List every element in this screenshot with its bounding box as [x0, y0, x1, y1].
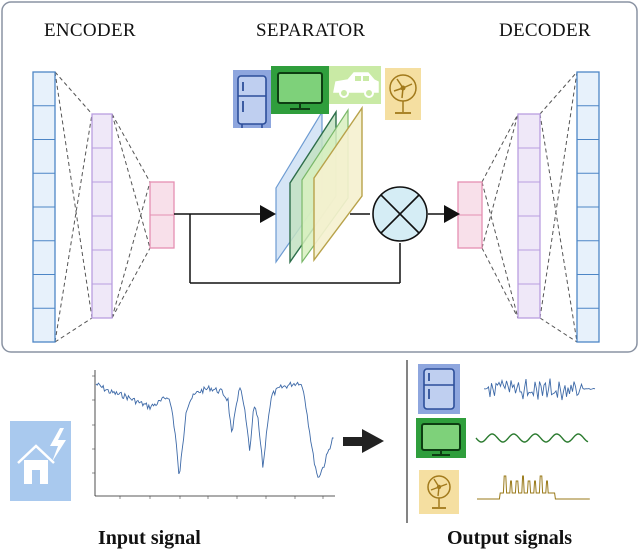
input-signal-caption: Input signal — [98, 527, 201, 549]
output-signals-caption: Output signals — [447, 527, 573, 549]
car-icon — [326, 66, 381, 104]
plot-ticks — [92, 375, 324, 499]
layer-connector — [481, 181, 519, 319]
encoder-heading: ENCODER — [44, 20, 136, 41]
output-fridge-icon — [418, 364, 460, 414]
arrowhead-to-masks — [260, 205, 276, 223]
fan-icon — [385, 68, 421, 120]
encoder-latent-layer — [149, 181, 175, 249]
layer-connector — [481, 113, 519, 249]
layer-connector — [539, 71, 578, 115]
arrowhead-to-decoder — [444, 205, 460, 223]
encoder-hidden-layer — [91, 113, 113, 319]
layer-connector — [111, 113, 151, 183]
mask-layer-yellow — [313, 105, 363, 263]
layer-connector — [539, 317, 578, 343]
layer-connector — [54, 113, 93, 343]
right-arrow-icon — [343, 429, 384, 453]
encoder-input-layer — [32, 71, 56, 343]
multiply-icon — [372, 186, 428, 242]
layer-connector — [539, 71, 578, 319]
layer-connector — [54, 71, 93, 319]
network-layers — [32, 71, 600, 343]
input-signal-line — [95, 381, 334, 478]
flow-lines — [174, 213, 446, 284]
layer-connector — [111, 113, 151, 249]
output-fan-icon — [419, 470, 459, 514]
decoder-hidden-layer — [517, 113, 541, 319]
model-frame — [1, 1, 638, 353]
mask-stack — [275, 105, 363, 265]
layer-connector — [481, 247, 519, 319]
decoder-heading: DECODER — [499, 20, 591, 41]
output-signal-fan — [477, 475, 590, 500]
layer-connector — [539, 113, 578, 343]
tv-icon — [271, 66, 329, 114]
decoder-latent-layer — [457, 181, 483, 249]
layer-connector — [54, 317, 93, 343]
fridge-icon — [233, 70, 271, 128]
layer-connector — [111, 181, 151, 319]
input-signal-plot — [92, 370, 335, 499]
separator-heading: SEPARATOR — [256, 20, 366, 41]
output-signal-tv — [475, 433, 589, 443]
output-signal-fridge — [483, 378, 596, 401]
layer-connector — [54, 71, 93, 115]
house-with-lightning-icon — [10, 421, 71, 501]
output-tv-icon — [416, 418, 466, 458]
layer-connector — [111, 247, 151, 319]
decoder-output-layer — [576, 71, 600, 343]
layer-connector — [481, 113, 519, 183]
